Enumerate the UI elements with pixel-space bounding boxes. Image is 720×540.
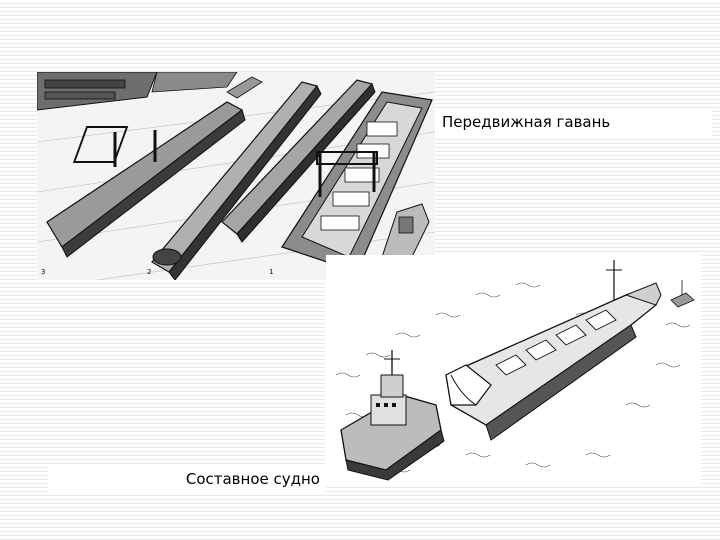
caption-mobile-harbor: Передвижная гавань [435, 108, 712, 136]
pontoon-2 [151, 81, 322, 280]
harbor-label-3: 3 [41, 268, 45, 276]
stern-notch [445, 364, 492, 406]
caption-composite-ship: Составное судно [48, 465, 326, 493]
composite-ship-drawing [326, 255, 702, 487]
harbor-quay [37, 72, 238, 111]
pusher-tug [340, 350, 445, 481]
pontoon-3 [46, 101, 246, 258]
harbor-label-1: 1 [269, 268, 273, 276]
mobile-harbor-illustration: 3 2 1 [37, 72, 435, 280]
composite-ship-illustration [326, 255, 702, 487]
harbor-label-2: 2 [147, 268, 151, 276]
distant-tug [670, 280, 695, 308]
mobile-harbor-drawing: 3 2 1 [37, 72, 435, 280]
small-boat [226, 76, 263, 99]
cargo-section [445, 260, 662, 441]
dock-with-ship-1 [281, 91, 433, 273]
pontoon-arms [221, 79, 376, 243]
